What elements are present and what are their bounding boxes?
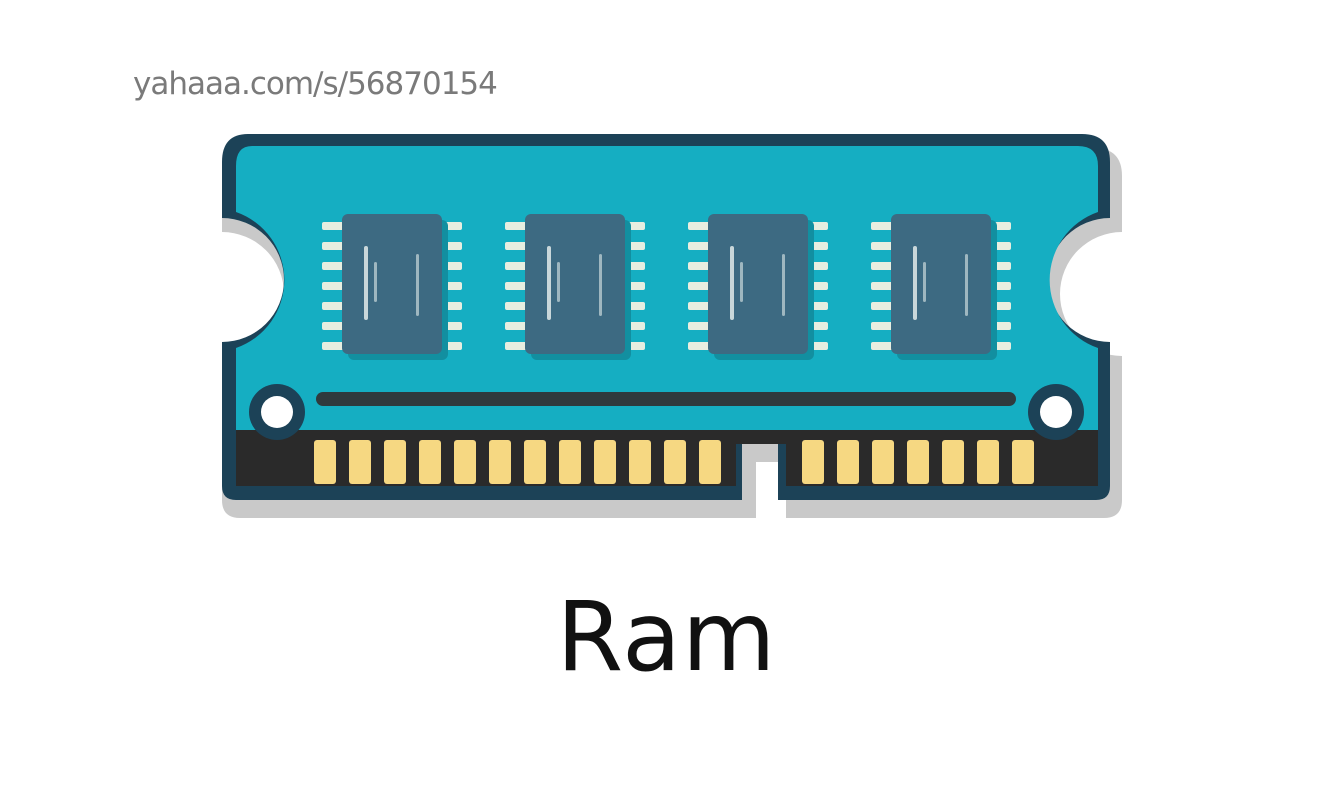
word-label: Ram xyxy=(556,581,777,693)
source-url-text: yahaaa.com/s/56870154 xyxy=(133,66,498,102)
